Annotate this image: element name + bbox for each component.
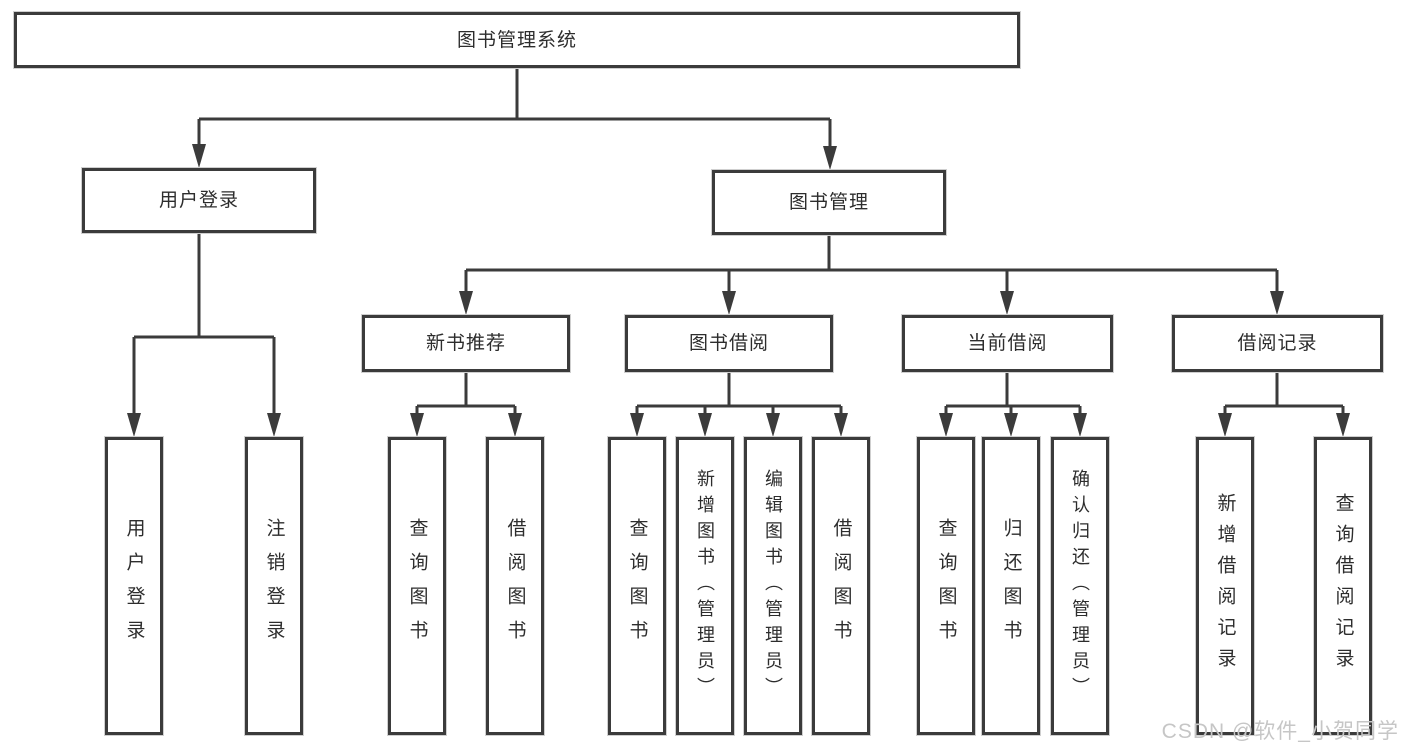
csdn-watermark: CSDN @软件_小贺同学 (1161, 720, 1399, 743)
leaf-add-books-admin: 新增图书（管理员） (676, 437, 734, 735)
leaf-confirm-return-admin: 确认归还（管理员） (1051, 437, 1109, 735)
leaf-logout: 注销登录 (245, 437, 303, 735)
node-user-login: 用户登录 (82, 168, 316, 233)
leaf-borrow-query-books: 查询图书 (608, 437, 666, 735)
node-new-book-recommend: 新书推荐 (362, 315, 570, 372)
node-current-borrow: 当前借阅 (902, 315, 1113, 372)
node-borrow-records: 借阅记录 (1172, 315, 1383, 372)
node-book-management: 图书管理 (712, 170, 946, 235)
leaf-user-login: 用户登录 (105, 437, 163, 735)
leaf-borrow-books: 借阅图书 (812, 437, 870, 735)
node-root: 图书管理系统 (14, 12, 1020, 68)
leaf-add-borrow-record: 新增借阅记录 (1196, 437, 1254, 735)
leaf-current-query-books: 查询图书 (917, 437, 975, 735)
node-book-borrow: 图书借阅 (625, 315, 833, 372)
leaf-edit-books-admin: 编辑图书（管理员） (744, 437, 802, 735)
leaf-recommend-query-books: 查询图书 (388, 437, 446, 735)
leaf-query-borrow-record: 查询借阅记录 (1314, 437, 1372, 735)
arrowheads (127, 144, 1350, 437)
leaf-return-books: 归还图书 (982, 437, 1040, 735)
leaf-recommend-borrow-books: 借阅图书 (486, 437, 544, 735)
